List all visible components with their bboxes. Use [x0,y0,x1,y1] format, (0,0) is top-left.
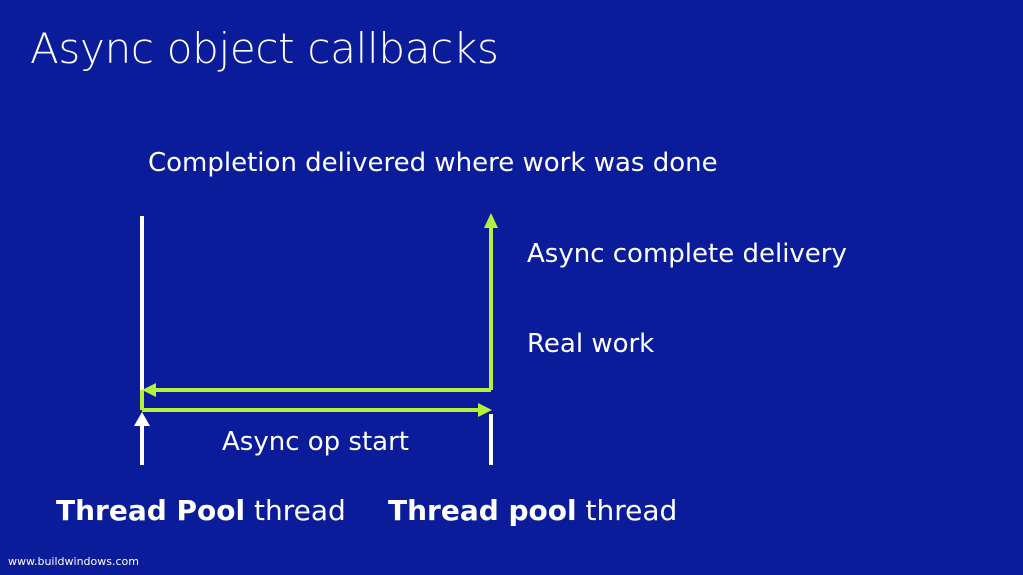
slide-subtitle: Completion delivered where work was done [148,148,718,178]
right-thread-label-bold: Thread pool [388,494,577,527]
async-op-start-label: Async op start [222,427,409,457]
async-start-arrowhead [478,403,492,417]
async-complete-delivery-label: Async complete delivery [527,239,847,269]
right-thread-label: Thread pool thread [388,494,677,528]
slide-title: Async object callbacks [30,24,499,73]
return-arrowhead [142,383,156,397]
left-thread-up-arrowhead [134,412,150,426]
left-thread-label-bold: Thread Pool [56,494,246,527]
real-work-label: Real work [527,329,655,359]
left-thread-label: Thread Pool thread [56,494,346,528]
right-thread-label-rest: thread [576,494,678,527]
right-green-up-arrowhead [484,213,498,228]
footer-url: www.buildwindows.com [8,555,139,568]
left-thread-label-rest: thread [245,494,346,527]
